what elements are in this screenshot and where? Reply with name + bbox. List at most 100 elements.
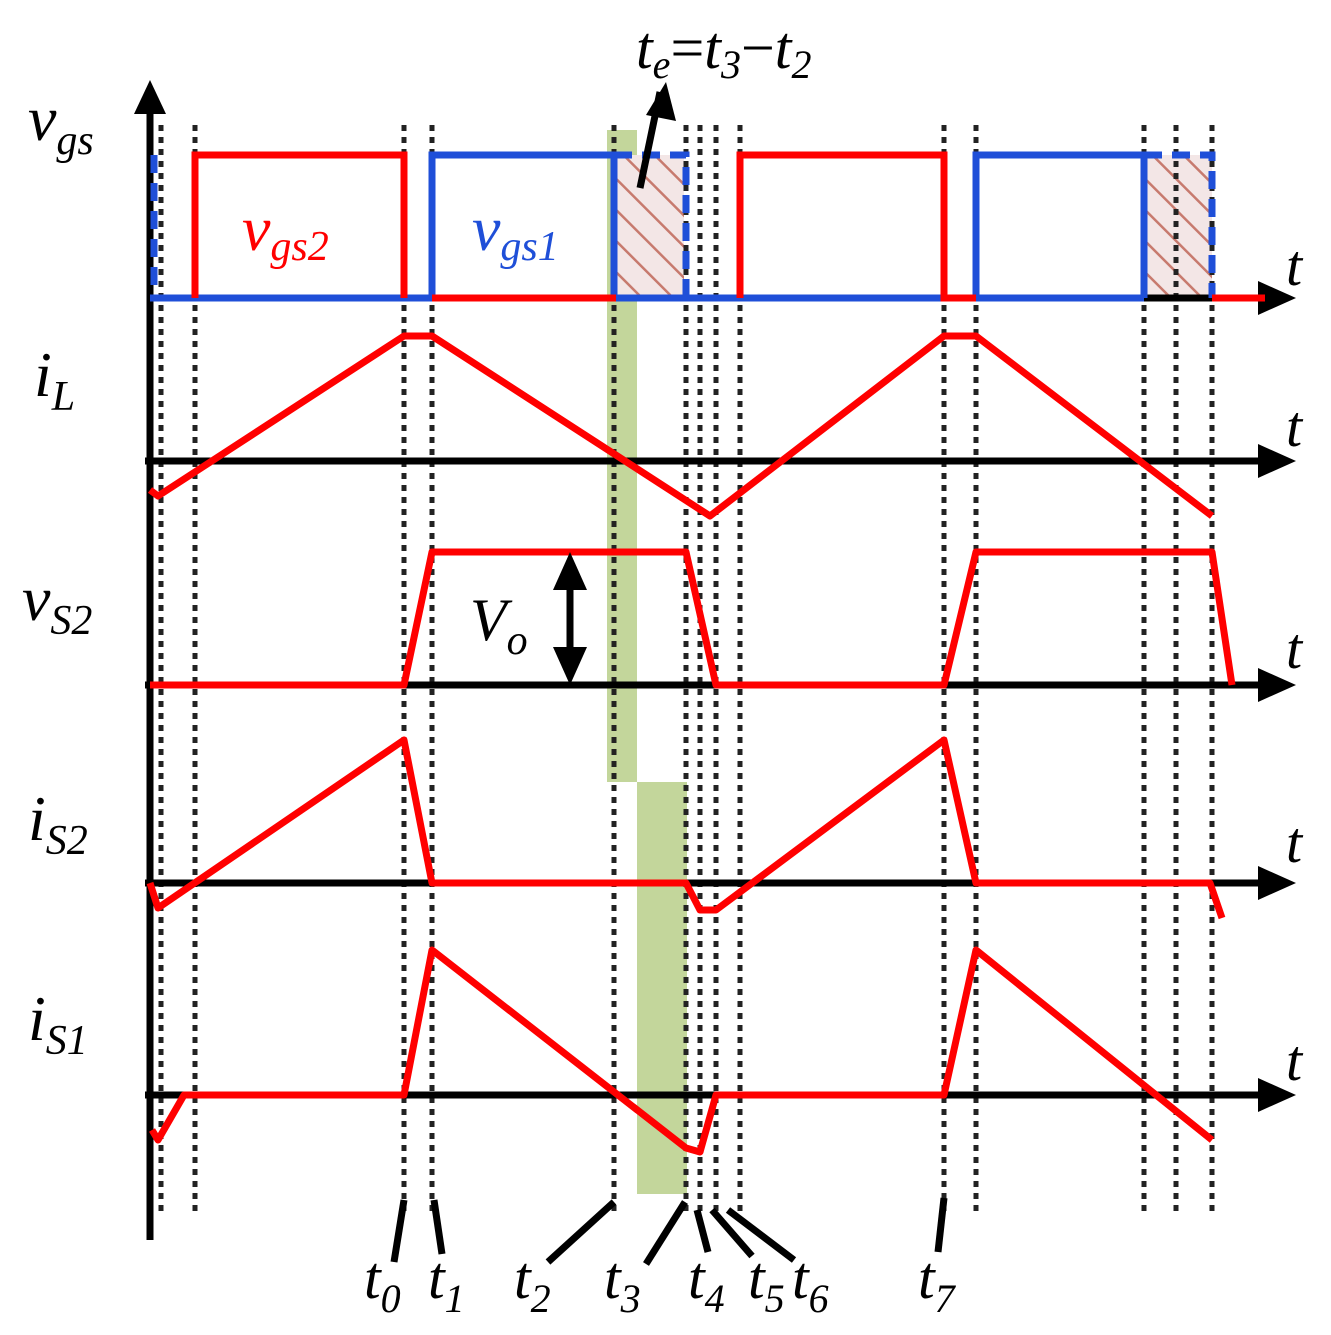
leader-t2 bbox=[545, 1199, 617, 1265]
vgs1-label: vgs1 bbox=[472, 193, 559, 270]
vgs1-label-sub: gs1 bbox=[500, 224, 558, 270]
leader-t4 bbox=[693, 1209, 712, 1253]
time-label-t3: t3 bbox=[604, 1245, 641, 1321]
leader-t1 bbox=[430, 1199, 446, 1255]
row-label-main: i bbox=[28, 983, 46, 1054]
leader-t5 bbox=[709, 1207, 755, 1259]
vgs1-label-main: v bbox=[472, 193, 501, 264]
row-label-iS1: iS1 bbox=[28, 983, 88, 1064]
arrowhead bbox=[1258, 668, 1296, 702]
iS1-waveform bbox=[148, 946, 1215, 1156]
iL-waveform bbox=[147, 332, 1215, 520]
time-label-t0: t0 bbox=[364, 1245, 401, 1321]
time-label-t2-main: t bbox=[514, 1245, 532, 1311]
vgs2-label-main: v bbox=[242, 193, 271, 264]
time-label-t4-sub: 4 bbox=[705, 1276, 725, 1321]
time-label-t4: t4 bbox=[688, 1245, 725, 1321]
row-label-iS2: iS2 bbox=[28, 783, 88, 864]
vgs1-second-pulse bbox=[972, 151, 1148, 298]
time-label-t0-sub: 0 bbox=[381, 1276, 401, 1321]
vo-label-sub: o bbox=[507, 618, 528, 664]
leader-t3 bbox=[643, 1200, 688, 1266]
vo-double-arrow bbox=[553, 552, 587, 685]
vS2-waveform bbox=[150, 548, 1236, 689]
vgs2-waveform bbox=[191, 151, 1265, 302]
hatch-region-1 bbox=[616, 155, 684, 298]
te-annotation-b: t bbox=[775, 15, 793, 81]
axis-t-label: t bbox=[1286, 394, 1304, 459]
axis-arrowheads bbox=[134, 80, 1296, 1112]
time-label-t3-sub: 3 bbox=[620, 1276, 641, 1321]
te-annotation-b-sub: 2 bbox=[791, 42, 811, 87]
vgs1-waveform bbox=[150, 151, 1216, 302]
axis-t-label: t bbox=[1286, 616, 1304, 681]
time-label-t6-sub: 6 bbox=[809, 1276, 829, 1321]
axis-t-label: t bbox=[1286, 1028, 1304, 1093]
vo-arrow-bottom bbox=[553, 647, 587, 685]
leader-t7 bbox=[934, 1197, 948, 1253]
time-label-t3-main: t bbox=[604, 1245, 622, 1311]
time-label-t1: t1 bbox=[428, 1245, 465, 1321]
time-marker-lines bbox=[158, 125, 1215, 1212]
te-annotation-a: t bbox=[704, 15, 722, 81]
leader-t6 bbox=[725, 1207, 797, 1263]
time-label-t1-sub: 1 bbox=[445, 1276, 465, 1321]
vgs2-label: vgs2 bbox=[242, 193, 329, 270]
row-label-main: v bbox=[28, 83, 57, 154]
time-leader-lines bbox=[390, 1197, 948, 1266]
vo-label: Vo bbox=[470, 587, 528, 664]
te-annotation-a-sub: 3 bbox=[720, 42, 741, 87]
te-annotation-arrowhead bbox=[646, 82, 676, 121]
time-label-t2: t2 bbox=[514, 1245, 551, 1321]
time-label-t7-main: t bbox=[918, 1245, 936, 1311]
arrowhead bbox=[1258, 1078, 1296, 1112]
axis-t-label: t bbox=[1286, 810, 1304, 875]
time-label-t0-main: t bbox=[364, 1245, 382, 1311]
row-label-iL: iL bbox=[34, 339, 75, 420]
vertical-axis-arrowhead bbox=[134, 80, 166, 114]
row-label-sub: S2 bbox=[46, 818, 88, 864]
time-label-t6: t6 bbox=[792, 1245, 829, 1321]
axis-t-label: t bbox=[1286, 233, 1304, 298]
time-label-t5: t5 bbox=[748, 1245, 785, 1321]
te-annotation-lhs: t bbox=[636, 15, 654, 81]
vo-label-main: V bbox=[470, 587, 513, 653]
vgs1-dashed-pulse-2 bbox=[1144, 151, 1216, 298]
vgs2-pulse-1 bbox=[191, 151, 408, 298]
row-label-main: v bbox=[22, 563, 51, 634]
time-label-t6-main: t bbox=[792, 1245, 810, 1311]
time-label-t1-main: t bbox=[428, 1245, 446, 1311]
te-annotation: te=t3−t2 bbox=[636, 15, 811, 87]
vo-arrow-top bbox=[553, 552, 587, 590]
time-label-t2-sub: 2 bbox=[531, 1276, 551, 1321]
time-label-t5-sub: 5 bbox=[765, 1276, 785, 1321]
te-annotation-minus: − bbox=[741, 15, 775, 81]
row-label-main: i bbox=[34, 339, 52, 410]
vgs2-pulse-2 bbox=[736, 151, 976, 302]
row-label-sub: S1 bbox=[46, 1018, 88, 1064]
time-label-t4-main: t bbox=[688, 1245, 706, 1311]
row-label-sub: L bbox=[51, 374, 75, 420]
time-label-t7-sub: 7 bbox=[935, 1276, 957, 1321]
row-label-main: i bbox=[28, 783, 46, 854]
vgs1-dashed-pulse-1 bbox=[614, 151, 690, 298]
row-label-sub: gs bbox=[56, 118, 93, 164]
iS2-waveform bbox=[146, 736, 1226, 920]
time-label-t7: t7 bbox=[918, 1245, 957, 1321]
row-label-sub: S2 bbox=[50, 598, 92, 644]
arrowhead bbox=[1258, 866, 1296, 900]
time-label-t5-main: t bbox=[748, 1245, 766, 1311]
arrowhead bbox=[1258, 281, 1296, 315]
arrowhead bbox=[1258, 444, 1296, 478]
vgs1-solid-trace bbox=[150, 151, 1144, 302]
axes bbox=[145, 108, 1265, 1240]
vgs2-label-sub: gs2 bbox=[270, 224, 328, 270]
axis-t-labels: t t t t t bbox=[1286, 233, 1304, 1093]
row-label-vS2: vS2 bbox=[22, 563, 92, 644]
row-label-vgs: vgs bbox=[28, 83, 94, 164]
